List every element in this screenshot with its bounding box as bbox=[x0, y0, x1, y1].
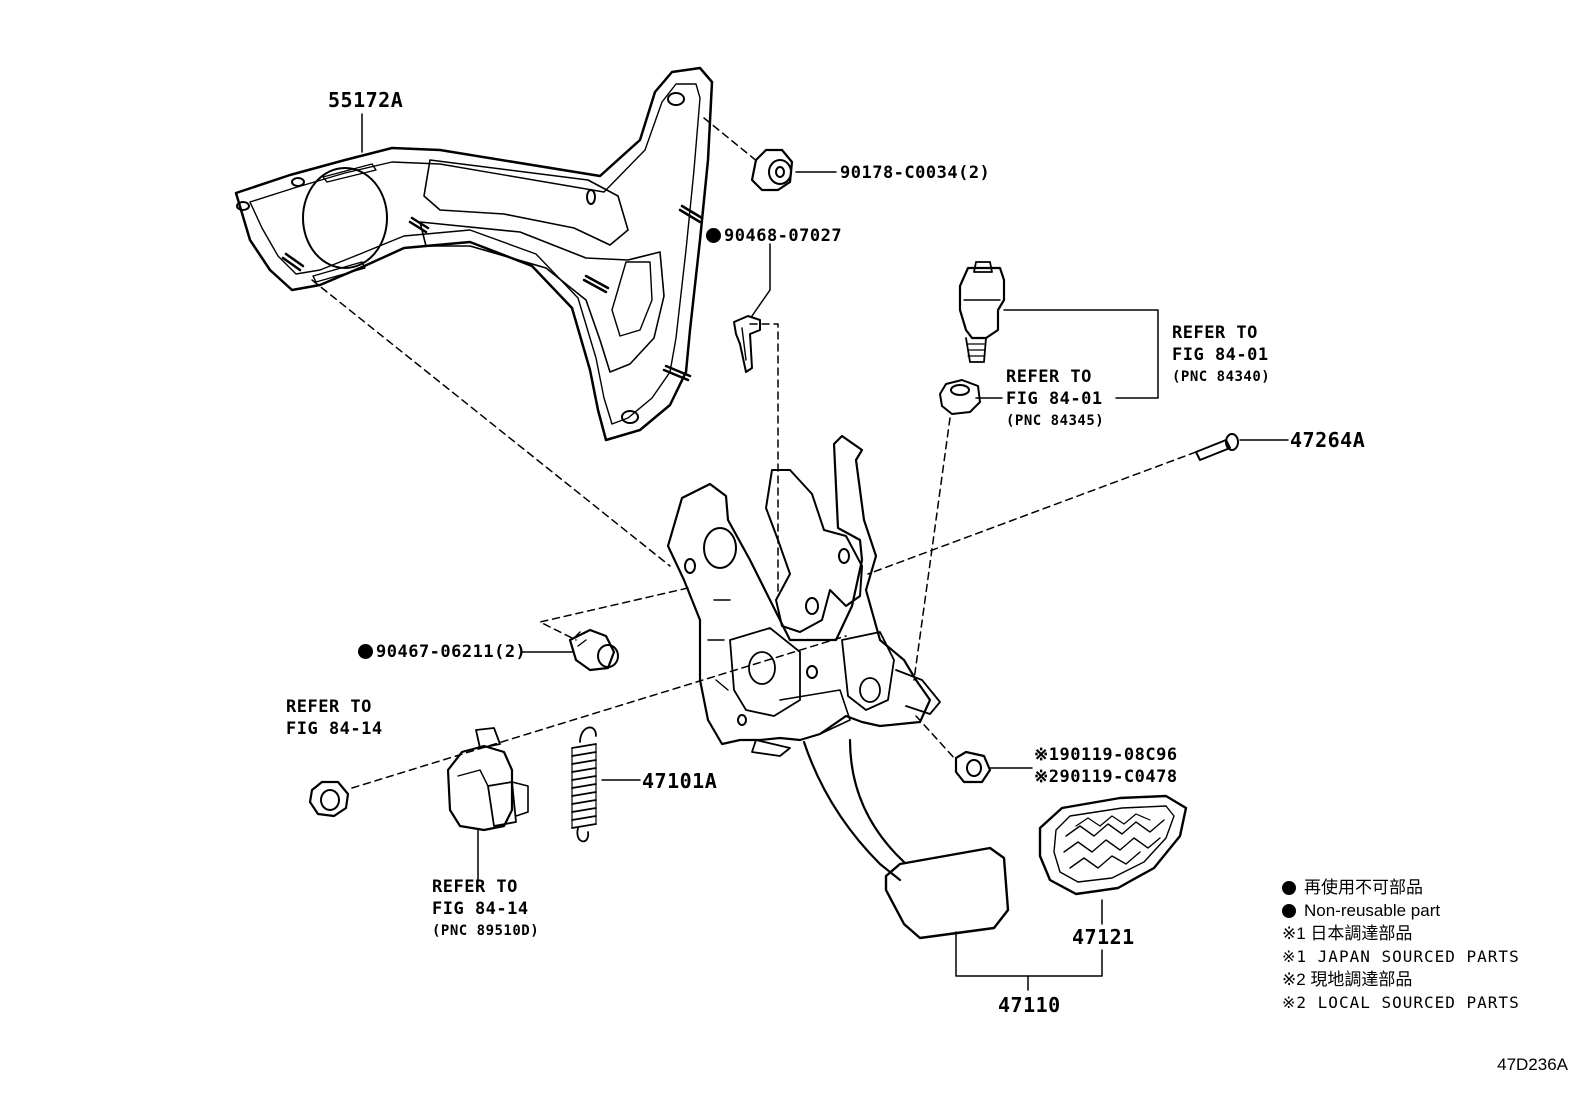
label-clip-90468[interactable]: 90468-07027 bbox=[706, 228, 842, 245]
assembly-lines bbox=[311, 117, 1197, 789]
pin-47264a-drawing bbox=[1195, 433, 1239, 461]
bolt-90467-part-number: 90467-06211(2) bbox=[376, 642, 527, 662]
switch-refer-line2: FIG 84-01 bbox=[1172, 345, 1269, 365]
label-cushion-refer[interactable]: REFER TO FIG 84-01 (PNC 84345) bbox=[1006, 366, 1104, 432]
pedal-assembly-drawing bbox=[666, 434, 1010, 940]
legend-local-jp: ※2 現地調達部品 bbox=[1282, 970, 1413, 989]
label-pin-47264a[interactable]: 47264A bbox=[1290, 428, 1366, 452]
spring-47101a-drawing bbox=[571, 726, 597, 843]
label-bolt-90467[interactable]: 90467-06211(2) bbox=[358, 644, 526, 661]
nut-90178-drawing bbox=[750, 148, 794, 192]
cushion-refer-line3: (PNC 84345) bbox=[1006, 413, 1105, 429]
label-pedal-47110[interactable]: 47110 bbox=[998, 993, 1061, 1017]
clip-90468-drawing bbox=[733, 315, 761, 373]
legend-nonreusable-en: Non-reusable part bbox=[1282, 899, 1520, 922]
clip-part-number: 90468-07027 bbox=[724, 226, 843, 246]
label-spring-47101a[interactable]: 47101A bbox=[642, 769, 718, 793]
bolt-90119-local-part-number: 90119-C0478 bbox=[1059, 767, 1178, 787]
non-reusable-marker-icon bbox=[1282, 881, 1296, 895]
non-reusable-marker-icon bbox=[1282, 904, 1296, 918]
legend-japan-jp: ※1 日本調達部品 bbox=[1282, 924, 1413, 943]
local-mark: ※2 bbox=[1034, 767, 1060, 787]
stop-switch-drawing bbox=[958, 261, 1006, 363]
label-sensor-refer[interactable]: REFER TO FIG 84-14 (PNC 89510D) bbox=[432, 876, 539, 942]
japan-mark: ※1 bbox=[1034, 745, 1060, 765]
switch-refer-line1: REFER TO bbox=[1172, 323, 1258, 343]
bolt-90119-jp-part-number: 90119-08C96 bbox=[1059, 745, 1178, 765]
nut-refer-line2: FIG 84-14 bbox=[286, 719, 383, 739]
nut-refer-line1: REFER TO bbox=[286, 697, 372, 717]
label-nut-90178[interactable]: 90178-C0034(2) bbox=[840, 163, 991, 183]
pedal-pad-47121-drawing bbox=[1038, 794, 1188, 896]
bolt-90467-drawing bbox=[568, 628, 619, 672]
bracket-55172a-drawing bbox=[234, 66, 714, 442]
bolt-90119-drawing bbox=[954, 750, 992, 784]
label-bolt-90119[interactable]: ※190119-08C96 ※290119-C0478 bbox=[1034, 744, 1178, 788]
legend-local-en: ※2 LOCAL SOURCED PARTS bbox=[1282, 993, 1520, 1012]
figure-code: 47D236A bbox=[1497, 1055, 1568, 1074]
label-pad-47121[interactable]: 47121 bbox=[1072, 925, 1135, 949]
legend-japan-en: ※1 JAPAN SOURCED PARTS bbox=[1282, 947, 1520, 966]
sensor-refer-line2: FIG 84-14 bbox=[432, 899, 529, 919]
label-nut-refer[interactable]: REFER TO FIG 84-14 bbox=[286, 696, 383, 740]
cushion-refer-line1: REFER TO bbox=[1006, 367, 1092, 387]
sensor-refer-line3: (PNC 89510D) bbox=[432, 923, 540, 939]
non-reusable-marker-icon bbox=[358, 644, 373, 659]
switch-cushion-drawing bbox=[939, 379, 981, 415]
cushion-refer-line2: FIG 84-01 bbox=[1006, 389, 1103, 409]
label-bracket-55172a[interactable]: 55172A bbox=[328, 88, 404, 112]
stroke-sensor-drawing bbox=[446, 727, 529, 832]
legend: 再使用不可部品 Non-reusable part ※1 日本調達部品 ※1 J… bbox=[1282, 876, 1520, 1014]
sensor-refer-line1: REFER TO bbox=[432, 877, 518, 897]
legend-nonreusable-jp: 再使用不可部品 bbox=[1282, 876, 1520, 899]
switch-refer-line3: (PNC 84340) bbox=[1172, 369, 1271, 385]
label-switch-refer[interactable]: REFER TO FIG 84-01 (PNC 84340) bbox=[1172, 322, 1270, 388]
non-reusable-marker-icon bbox=[706, 228, 721, 243]
leader-lines bbox=[361, 113, 1289, 991]
nut-left-drawing bbox=[308, 780, 350, 818]
